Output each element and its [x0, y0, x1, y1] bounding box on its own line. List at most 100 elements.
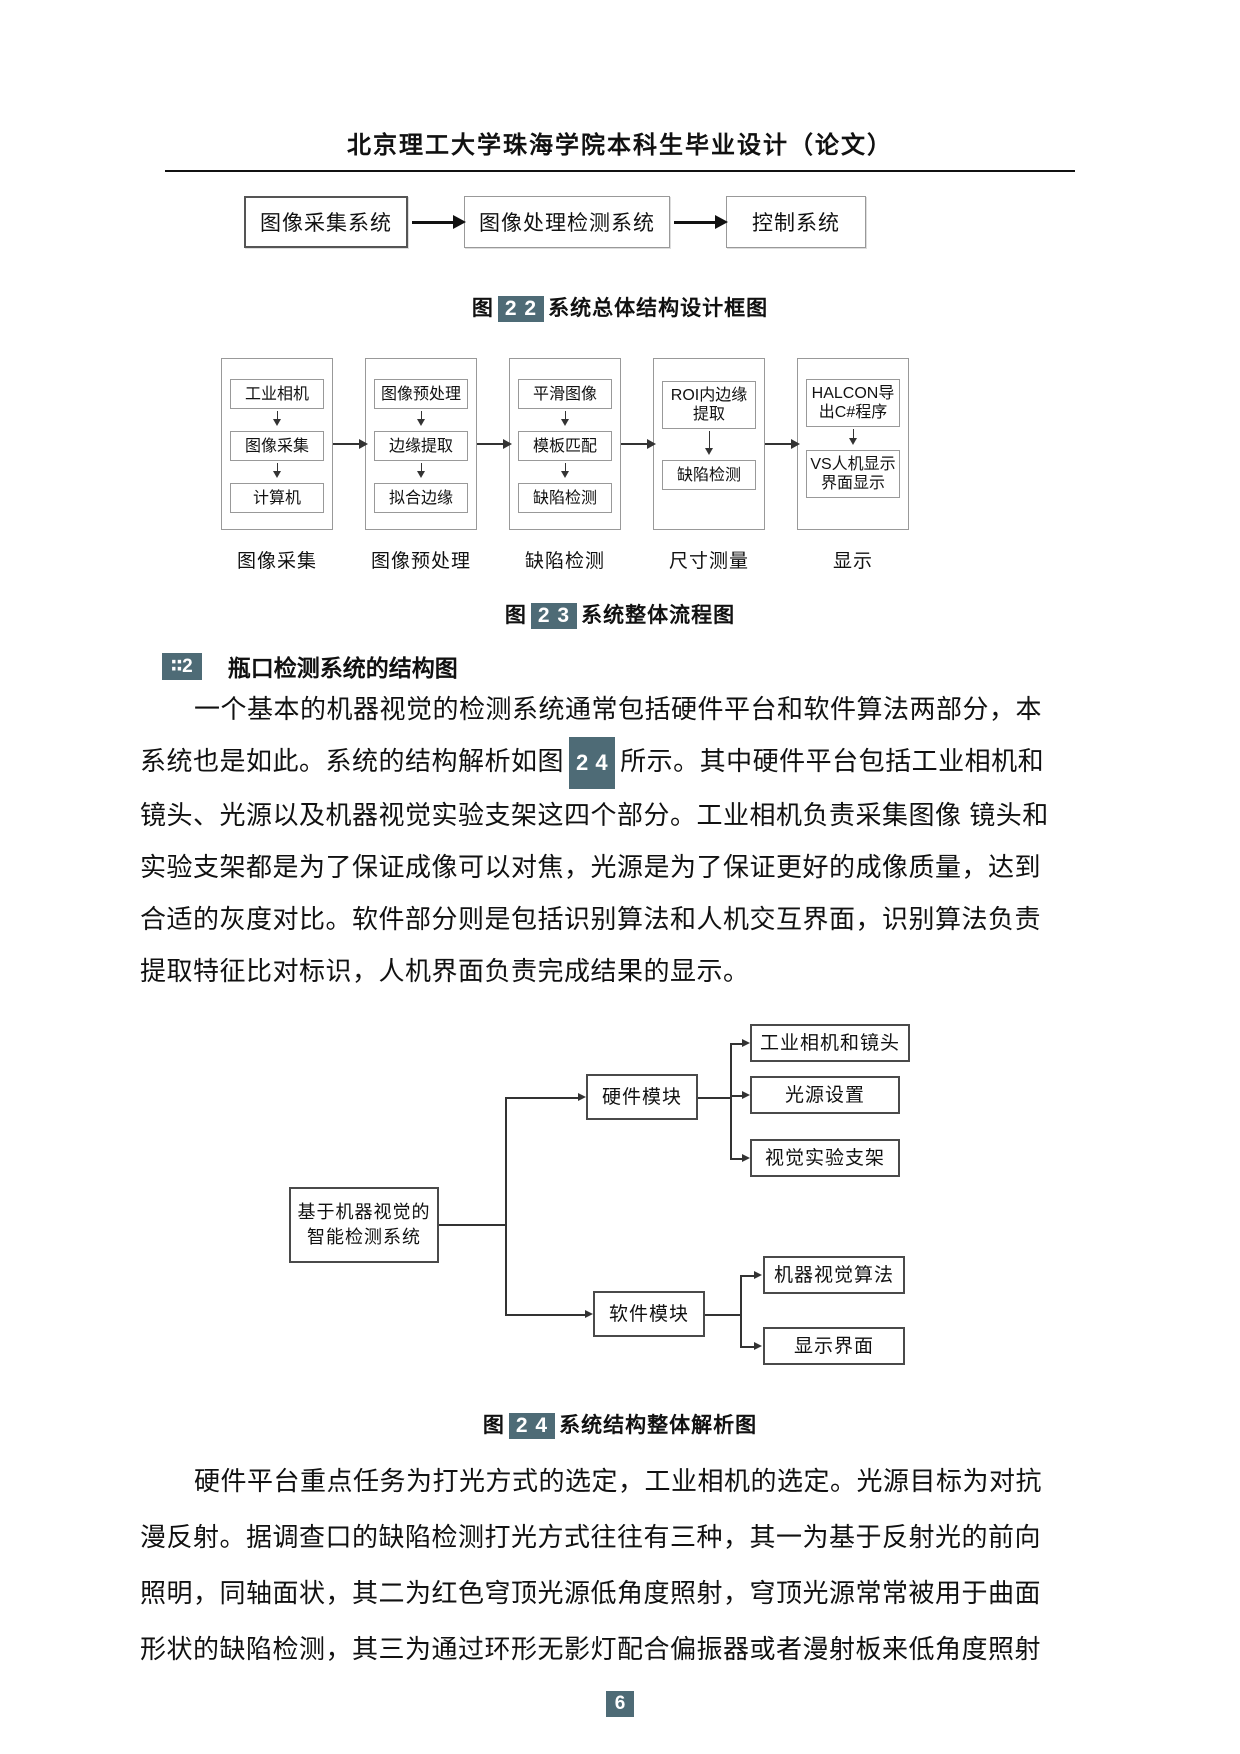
section-number-highlight: ∶∶2	[162, 652, 202, 680]
connector-line	[740, 1275, 755, 1277]
flow-column-preprocessing: 图像预处理 边缘提取 拟合边缘 图像预处理	[365, 358, 477, 573]
step-box: 平滑图像	[518, 379, 612, 409]
connector-line	[698, 1097, 730, 1099]
figure-2-4-diagram: 基于机器视觉的智能检测系统 硬件模块 软件模块 工业相机和镜头 光源设置 视觉实…	[140, 1009, 1105, 1381]
step-box: HALCON导出C#程序	[806, 379, 900, 427]
figure-number-highlight: 2 4	[508, 1413, 556, 1439]
tree-leaf-camera-lens: 工业相机和镜头	[750, 1024, 910, 1062]
down-arrow-icon	[704, 431, 713, 455]
column-frame: 图像预处理 边缘提取 拟合边缘	[365, 358, 477, 530]
column-frame: ROI内边缘提取 缺陷检测	[653, 358, 765, 530]
column-frame: HALCON导出C#程序 VS人机显示界面显示	[797, 358, 909, 530]
right-arrow-icon	[765, 439, 800, 449]
tree-hardware-module-box: 硬件模块	[586, 1074, 698, 1120]
paragraph-line: 硬件平台重点任务为打光方式的选定，工业相机的选定。光源目标为对抗	[194, 1466, 1043, 1496]
paragraph-line: 实验支架都是为了保证成像可以对焦，光源是为了保证更好的成像质量，达到	[140, 852, 1042, 882]
paragraph-line: 形状的缺陷检测，其三为通过环形无影灯配合偏振器或者漫射板来低角度照射	[140, 1634, 1042, 1664]
step-box: 边缘提取	[374, 431, 468, 461]
flow-box-image-acquisition-system: 图像采集系统	[244, 196, 408, 248]
flow-column-acquisition: 工业相机 图像采集 计算机 图像采集	[221, 358, 333, 573]
figure-2-2-diagram: 图像采集系统 图像处理检测系统 控制系统	[0, 196, 1175, 248]
section-heading: ∶∶2 瓶口检测系统的结构图	[158, 649, 1240, 683]
body-paragraph-2: 硬件平台重点任务为打光方式的选定，工业相机的选定。光源目标为对抗 漫反射。据调查…	[140, 1453, 1105, 1677]
down-arrow-icon	[272, 411, 281, 426]
connector-line	[705, 1314, 740, 1316]
caption-prefix: 图	[482, 1414, 505, 1437]
step-box: 工业相机	[230, 379, 324, 409]
connector-line	[730, 1043, 743, 1045]
arrowhead-icon	[578, 1093, 590, 1101]
column-frame: 工业相机 图像采集 计算机	[221, 358, 333, 530]
flow-column-display: HALCON导出C#程序 VS人机显示界面显示 显示	[797, 358, 909, 573]
step-box: 计算机	[230, 483, 324, 513]
caption-prefix: 图	[504, 604, 527, 627]
tree-software-module-box: 软件模块	[593, 1291, 705, 1337]
step-box: 拟合边缘	[374, 483, 468, 513]
flow-column-defect-detection: 平滑图像 模板匹配 缺陷检测 缺陷检测	[509, 358, 621, 573]
column-frame: 平滑图像 模板匹配 缺陷检测	[509, 358, 621, 530]
tree-leaf-vision-stand: 视觉实验支架	[750, 1139, 900, 1177]
down-arrow-icon	[416, 411, 425, 426]
connector-line	[730, 1095, 743, 1097]
step-box: 图像预处理	[374, 379, 468, 409]
paragraph-line: 漫反射。据调查口的缺陷检测打光方式往往有三种，其一为基于反射光的前向	[140, 1522, 1042, 1552]
caption-text: 系统总体结构设计框图	[548, 297, 769, 320]
arrowhead-icon	[754, 1271, 766, 1279]
step-box: 图像采集	[230, 431, 324, 461]
tree-root-box: 基于机器视觉的智能检测系统	[289, 1187, 439, 1263]
tree-leaf-vision-algorithm: 机器视觉算法	[763, 1256, 905, 1294]
step-box: 缺陷检测	[518, 483, 612, 513]
step-box: 模板匹配	[518, 431, 612, 461]
arrowhead-icon	[742, 1154, 754, 1162]
right-arrow-icon	[412, 214, 466, 229]
connector-line	[505, 1314, 585, 1316]
caption-text: 系统结构整体解析图	[559, 1414, 758, 1437]
tree-leaf-light-source: 光源设置	[750, 1076, 900, 1114]
down-arrow-icon	[560, 463, 569, 478]
line-text: 系统也是如此。系统的结构解析如图	[140, 746, 565, 776]
paragraph-line: 一个基本的机器视觉的检测系统通常包括硬件平台和软件算法两部分，本	[194, 694, 1043, 724]
connector-line	[730, 1043, 732, 1158]
step-box: 缺陷检测	[662, 460, 756, 490]
arrowhead-icon	[754, 1342, 766, 1350]
column-label: 尺寸测量	[668, 551, 749, 572]
connector-line	[740, 1275, 742, 1346]
column-label: 显示	[832, 551, 873, 572]
down-arrow-icon	[272, 463, 281, 478]
arrowhead-icon	[742, 1039, 754, 1047]
connector-line	[505, 1097, 507, 1315]
connector-line	[730, 1158, 743, 1160]
down-arrow-icon	[560, 411, 569, 426]
right-arrow-icon	[674, 214, 728, 229]
page-header-title: 北京理工大学珠海学院本科生毕业设计（论文）	[347, 132, 893, 159]
connector-line	[740, 1346, 755, 1348]
body-paragraph-1: 一个基本的机器视觉的检测系统通常包括硬件平台和软件算法两部分，本 系统也是如此。…	[140, 683, 1105, 997]
right-arrow-icon	[477, 439, 512, 449]
figure-number-highlight: 2 2	[497, 296, 545, 322]
page-number-badge: 6	[605, 1691, 635, 1717]
connector-line	[505, 1097, 579, 1099]
paragraph-line: 合适的灰度对比。软件部分则是包括识别算法和人机交互界面，识别算法负责	[140, 904, 1042, 934]
down-arrow-icon	[848, 429, 857, 445]
right-arrow-icon	[621, 439, 656, 449]
connector-line	[439, 1224, 505, 1226]
paragraph-line: 镜头、光源以及机器视觉实验支架这四个部分。工业相机负责采集图像 镜头和	[140, 800, 1049, 830]
column-label: 图像预处理	[370, 551, 471, 572]
figure-2-3-diagram: 工业相机 图像采集 计算机 图像采集 图像预处理 边缘提取 拟合边缘 图像预处理…	[0, 358, 1185, 573]
paragraph-line: 照明，同轴面状，其二为红色穹顶光源低角度照射，穹顶光源常常被用于曲面	[140, 1578, 1042, 1608]
section-title: 瓶口检测系统的结构图	[227, 655, 458, 681]
figure-reference-highlight: 2 4	[569, 737, 616, 789]
arrowhead-icon	[742, 1091, 754, 1099]
line-text: 所示。其中硬件平台包括工业相机和	[620, 746, 1045, 776]
right-arrow-icon	[333, 439, 368, 449]
column-label: 图像采集	[236, 551, 317, 572]
page-footer: 6	[0, 1691, 1240, 1717]
step-box: VS人机显示界面显示	[806, 450, 900, 498]
tree-leaf-display-interface: 显示界面	[763, 1327, 905, 1365]
step-box: ROI内边缘提取	[662, 381, 756, 429]
